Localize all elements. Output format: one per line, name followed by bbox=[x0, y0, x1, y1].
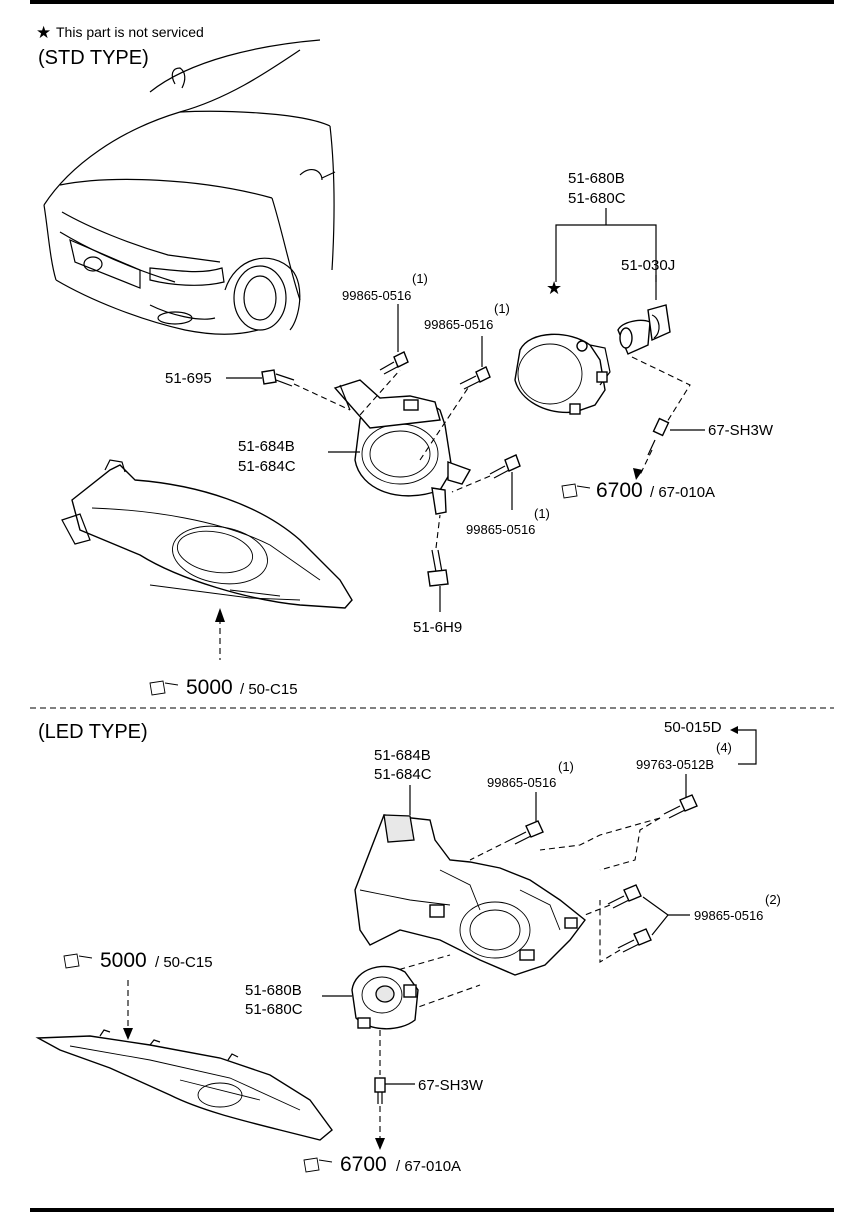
ref-book-icon bbox=[561, 483, 591, 499]
std-bracket-b-label: 51-684B bbox=[238, 438, 295, 455]
std-bolt3-label: 99865-0516 bbox=[466, 522, 535, 537]
led-ref-electrical[interactable]: 6700 / 67-010A bbox=[303, 1153, 461, 1176]
std-bolt2-label: 99865-0516 bbox=[424, 317, 493, 332]
bottom-rule bbox=[30, 1208, 834, 1212]
led-socket bbox=[374, 1077, 415, 1104]
std-ref-body-number[interactable]: 5000 bbox=[186, 676, 233, 699]
led-unit-c-label: 51-680C bbox=[245, 1001, 303, 1018]
led-top-bolt-label: 99763-0512B bbox=[636, 757, 714, 772]
led-top-part-label: 50-015D bbox=[664, 719, 722, 736]
std-bolt-2 bbox=[459, 366, 491, 390]
led-unit-b-label: 51-680B bbox=[245, 982, 302, 999]
std-bulb-label: 51-030J bbox=[621, 257, 675, 274]
led-ref-body[interactable]: 5000 / 50-C15 bbox=[63, 949, 213, 972]
std-ref-body-sub: / 50-C15 bbox=[240, 681, 298, 698]
std-bolt2-qty: (1) bbox=[494, 301, 510, 316]
std-ref-electrical[interactable]: 6700 / 67-010A bbox=[561, 479, 715, 502]
ref-book-icon bbox=[63, 953, 93, 969]
std-star-icon: ★ bbox=[546, 278, 562, 298]
std-screw-label: 51-695 bbox=[165, 370, 212, 387]
std-bolt1-label: 99865-0516 bbox=[342, 288, 411, 303]
std-clip bbox=[427, 549, 449, 587]
led-section-title: (LED TYPE) bbox=[38, 721, 148, 743]
led-socket-label: 67-SH3W bbox=[418, 1077, 484, 1094]
led-bolt-2 bbox=[607, 884, 642, 909]
led-bolt-label: 99865-0516 bbox=[487, 775, 556, 790]
std-fog-lamp-unit bbox=[514, 333, 611, 415]
led-top-bolt bbox=[663, 794, 698, 819]
ref-book-icon bbox=[303, 1157, 333, 1173]
led-ref-elec-sub: / 67-010A bbox=[396, 1158, 461, 1175]
led-bolts-qty: (2) bbox=[765, 892, 781, 907]
std-unit-b-label: 51-680B bbox=[568, 170, 625, 187]
std-bracket-c-label: 51-684C bbox=[238, 458, 296, 475]
led-bolt-1 bbox=[509, 820, 544, 845]
std-socket bbox=[647, 417, 705, 456]
std-bezel bbox=[61, 459, 353, 609]
ref-book-icon bbox=[149, 680, 179, 696]
note-star-icon: ★ bbox=[36, 23, 51, 42]
std-ref-elec-sub: / 67-010A bbox=[650, 484, 715, 501]
note-text: This part is not serviced bbox=[56, 24, 204, 40]
std-section-title: (STD TYPE) bbox=[38, 47, 149, 69]
led-ref-body-sub: / 50-C15 bbox=[155, 954, 213, 971]
std-clip-label: 51-6H9 bbox=[413, 619, 462, 636]
led-bracket-c-label: 51-684C bbox=[374, 766, 432, 783]
std-bulb bbox=[617, 304, 671, 355]
led-bolt-3 bbox=[617, 928, 652, 953]
car-illustration bbox=[43, 39, 336, 335]
top-rule bbox=[30, 0, 834, 4]
std-bolt-3 bbox=[489, 454, 521, 479]
led-bracket-b-label: 51-684B bbox=[374, 747, 431, 764]
std-bolt-1 bbox=[379, 351, 409, 375]
led-bezel bbox=[35, 1029, 333, 1141]
std-bracket bbox=[333, 379, 472, 515]
std-screw bbox=[261, 369, 295, 387]
led-ref-elec-number[interactable]: 6700 bbox=[340, 1153, 387, 1176]
std-bolt3-qty: (1) bbox=[534, 506, 550, 521]
std-ref-elec-number[interactable]: 6700 bbox=[596, 479, 643, 502]
led-bolt-qty: (1) bbox=[558, 759, 574, 774]
led-bracket bbox=[354, 814, 586, 976]
led-top-qty: (4) bbox=[716, 740, 732, 755]
std-socket-label: 67-SH3W bbox=[708, 422, 774, 439]
led-fog-lamp-unit bbox=[351, 965, 419, 1030]
std-ref-body[interactable]: 5000 / 50-C15 bbox=[149, 676, 298, 699]
led-bolts-label: 99865-0516 bbox=[694, 908, 763, 923]
std-unit-c-label: 51-680C bbox=[568, 190, 626, 207]
std-bolt1-qty: (1) bbox=[412, 271, 428, 286]
led-ref-body-number[interactable]: 5000 bbox=[100, 949, 147, 972]
